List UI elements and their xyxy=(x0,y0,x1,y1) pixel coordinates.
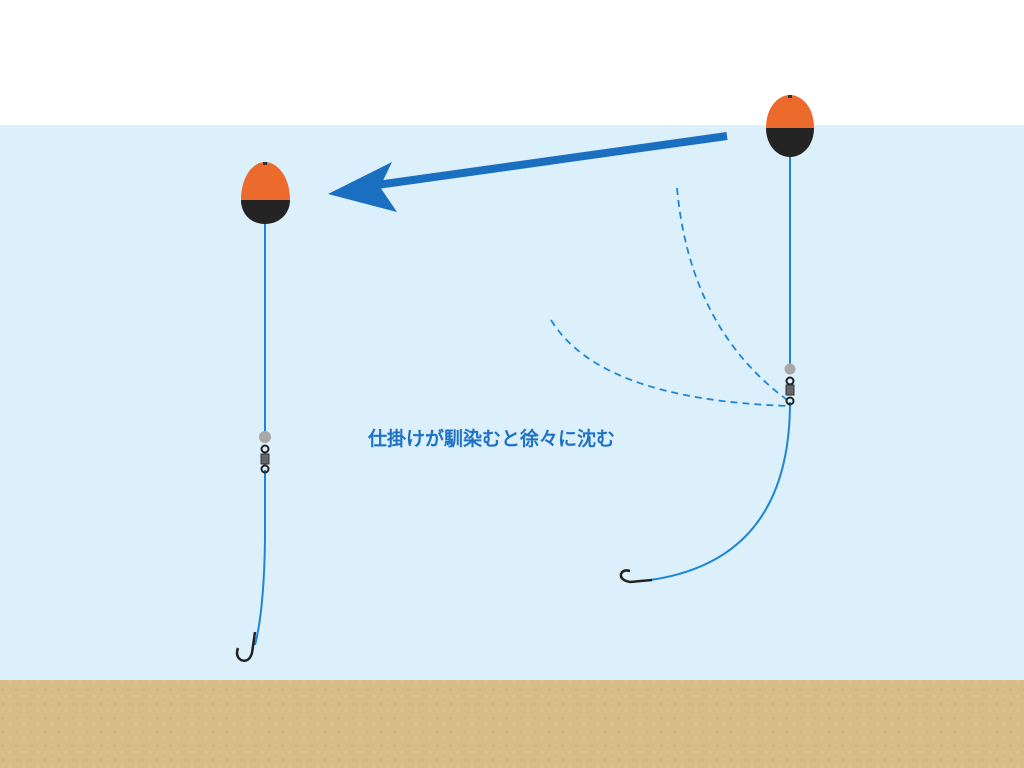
caption: 仕掛けが馴染むと徐々に沈む xyxy=(368,428,616,450)
fishing-line-leader xyxy=(254,470,266,646)
left-rig xyxy=(235,162,290,662)
swing-path-dashed xyxy=(550,319,791,407)
arrow-icon xyxy=(328,132,728,212)
swivel-icon xyxy=(259,431,271,474)
swing-path-dashed xyxy=(676,187,791,403)
swivel-icon xyxy=(784,363,796,406)
water xyxy=(0,125,1024,681)
sand-bottom xyxy=(0,680,1024,768)
float-icon xyxy=(766,95,814,157)
fishing-line-leader xyxy=(649,401,791,581)
right-rig xyxy=(550,95,814,584)
float-icon xyxy=(241,162,290,224)
hook-icon xyxy=(235,631,257,662)
hook-icon xyxy=(619,569,653,584)
